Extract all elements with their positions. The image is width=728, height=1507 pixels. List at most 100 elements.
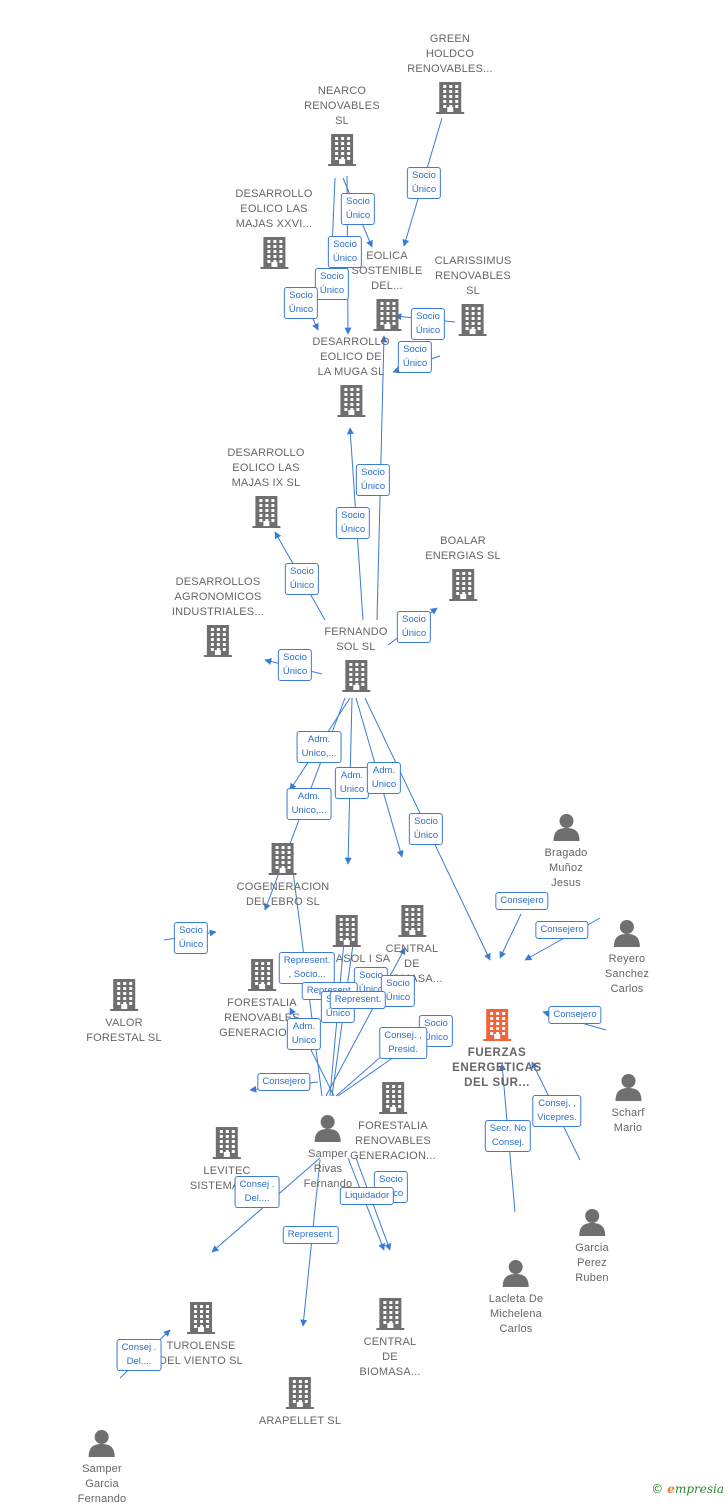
node-forestalia-2[interactable]: FORESTALIA RENOVABLES GENERACION... (350, 1081, 436, 1164)
node-samper-garcia[interactable]: Samper Garcia Fernando (78, 1428, 127, 1507)
person-icon (78, 1428, 127, 1458)
node-forestalia-1[interactable]: FORESTALIA RENOVABLES GENERACION... (219, 958, 305, 1041)
edge-label[interactable]: Socio Único (410, 308, 446, 340)
node-majas-xxvi[interactable]: DESARROLLO EOLICO LAS MAJAS XXVI... (235, 187, 312, 270)
building-icon (351, 298, 422, 332)
edge-label[interactable]: Socio Único (327, 236, 363, 268)
edge-label[interactable]: Socio Único (340, 193, 376, 225)
node-fuerzas-energeticas[interactable]: FUERZAS ENERGETICAS DEL SUR... (452, 1008, 542, 1091)
edge-label: Secr. No Consej. (484, 1120, 532, 1152)
node-label: TUROLENSE DEL VIENTO SL (159, 1340, 243, 1367)
person-icon (545, 812, 588, 842)
building-icon (259, 1376, 341, 1410)
node-label: FERNANDO SOL SL (324, 626, 388, 653)
edge-label[interactable]: Represent. (329, 991, 387, 1009)
node-agronomicos[interactable]: DESARROLLOS AGRONOMICOS INDUSTRIALES... (172, 575, 264, 658)
node-eolica-sostenible[interactable]: EOLICA SOSTENIBLE DEL... (351, 249, 422, 332)
brand-initial: e (667, 1482, 675, 1496)
node-label: Bragado Muñoz Jesus (544, 847, 588, 889)
node-turolense[interactable]: TUROLENSE DEL VIENTO SL (159, 1301, 243, 1369)
node-label: BOALAR ENERGIAS SL (425, 535, 501, 562)
building-icon (407, 81, 493, 115)
building-icon (86, 978, 162, 1012)
node-fernando-sol[interactable]: FERNANDO SOL SL (324, 625, 387, 693)
node-label: FORESTALIA RENOVABLES GENERACION... (350, 1120, 436, 1162)
node-garcia-perez[interactable]: Garcia Perez Ruben (575, 1207, 609, 1286)
node-arapellet[interactable]: ARAPELLET SL (259, 1376, 341, 1429)
building-icon (359, 1297, 420, 1331)
building-icon (350, 1081, 436, 1115)
building-icon (159, 1301, 243, 1335)
edge-label[interactable]: Socio Único (355, 464, 391, 496)
edge-label[interactable]: Adm. Unico (334, 767, 370, 799)
building-icon (190, 1126, 264, 1160)
node-label: Reyero Sanchez Carlos (604, 953, 650, 995)
copyright-symbol: © (651, 1482, 664, 1496)
node-label: CLARISSIMUS RENOVABLES SL (434, 255, 512, 297)
node-valor-forestal[interactable]: VALOR FORESTAL SL (86, 978, 162, 1046)
node-label: NEARCO RENOVABLES SL (304, 85, 380, 127)
edge-label[interactable]: Socio Único (406, 167, 442, 199)
node-samper-rivas[interactable]: Samper Rivas Fernando (304, 1113, 353, 1192)
person-icon (612, 1072, 645, 1102)
node-label: Samper Rivas Fernando (303, 1148, 353, 1190)
edge-label[interactable]: Represent. , Socio... (278, 952, 336, 984)
edge-label: Consej . Del.... (116, 1339, 162, 1371)
edge-label[interactable]: Socio Único (380, 975, 416, 1007)
node-label: Lacleta De Michelena Carlos (488, 1293, 544, 1335)
edge-label: Consej. , Vicepres. (532, 1095, 582, 1127)
edge-label[interactable]: Socio Único (335, 507, 371, 539)
brand-rest: mpresia (674, 1482, 724, 1496)
edge-label[interactable]: Socio Único (314, 268, 350, 300)
edge-label[interactable]: Adm. Unico (286, 1018, 322, 1050)
building-icon (219, 958, 305, 992)
building-icon (381, 904, 442, 938)
building-icon (304, 914, 391, 948)
edge-label[interactable]: Socio Único (284, 563, 320, 595)
node-label: CENTRAL DE BIOMASA... (359, 1336, 421, 1378)
edge-label[interactable]: Socio Único (396, 611, 432, 643)
node-label: FUERZAS ENERGETICAS DEL SUR... (452, 1047, 542, 1089)
edge-label: Consejero (535, 921, 589, 939)
edge-label[interactable]: Socio Único (283, 287, 319, 319)
building-icon (312, 384, 389, 418)
node-bragado[interactable]: Bragado Muñoz Jesus (545, 812, 588, 891)
edge-line (499, 913, 522, 959)
building-icon (227, 495, 304, 529)
building-icon (172, 624, 264, 658)
building-icon (237, 842, 330, 876)
node-label: FORESTALIA RENOVABLES GENERACION... (219, 997, 305, 1039)
node-label: ARAPELLET SL (258, 1415, 342, 1427)
edge-label[interactable]: Adm. Unico,... (286, 788, 332, 820)
node-label: VALOR FORESTAL SL (86, 1017, 162, 1044)
edge-label[interactable]: Adm. Unico (366, 762, 402, 794)
node-label: COGENERACION DEL EBRO SL (236, 881, 330, 908)
person-icon (605, 918, 649, 948)
node-clarissimus[interactable]: CLARISSIMUS RENOVABLES SL (435, 254, 512, 337)
node-boalar[interactable]: BOALAR ENERGIAS SL (425, 534, 501, 602)
edge-label[interactable]: Consej. , Presid. (379, 1027, 427, 1059)
edge-label[interactable]: Socio Único (397, 341, 433, 373)
building-icon (452, 1008, 542, 1042)
node-label: DESARROLLO EOLICO LAS MAJAS IX SL (227, 447, 305, 489)
node-la-muga[interactable]: DESARROLLO EOLICO DE LA MUGA SL (312, 335, 389, 418)
building-icon (304, 133, 380, 167)
edge-label[interactable]: Socio Único (173, 922, 209, 954)
person-icon (489, 1258, 544, 1288)
edge-label[interactable]: Socio Único (277, 649, 313, 681)
edge-label: Consejero (257, 1073, 311, 1091)
node-scharf[interactable]: Scharf Mario (612, 1072, 645, 1136)
node-green-holdco[interactable]: GREEN HOLDCO RENOVABLES... (407, 32, 493, 115)
node-central-biomasa-2[interactable]: CENTRAL DE BIOMASA... (359, 1297, 420, 1380)
node-reyero[interactable]: Reyero Sanchez Carlos (605, 918, 649, 997)
edge-label[interactable]: Adm. Unico,... (296, 731, 342, 763)
empresia-logo: ©empresia (651, 1482, 724, 1496)
node-nearco[interactable]: NEARCO RENOVABLES SL (304, 84, 380, 167)
edge-label: Consejero (548, 1006, 602, 1024)
node-lacleta[interactable]: Lacleta De Michelena Carlos (489, 1258, 544, 1337)
node-majas-ix[interactable]: DESARROLLO EOLICO LAS MAJAS IX SL (227, 446, 304, 529)
building-icon (435, 303, 512, 337)
edge-label[interactable]: Socio Único (408, 813, 444, 845)
node-label: GREEN HOLDCO RENOVABLES... (407, 33, 493, 75)
node-cogeneracion-ebro[interactable]: COGENERACION DEL EBRO SL (237, 842, 330, 910)
